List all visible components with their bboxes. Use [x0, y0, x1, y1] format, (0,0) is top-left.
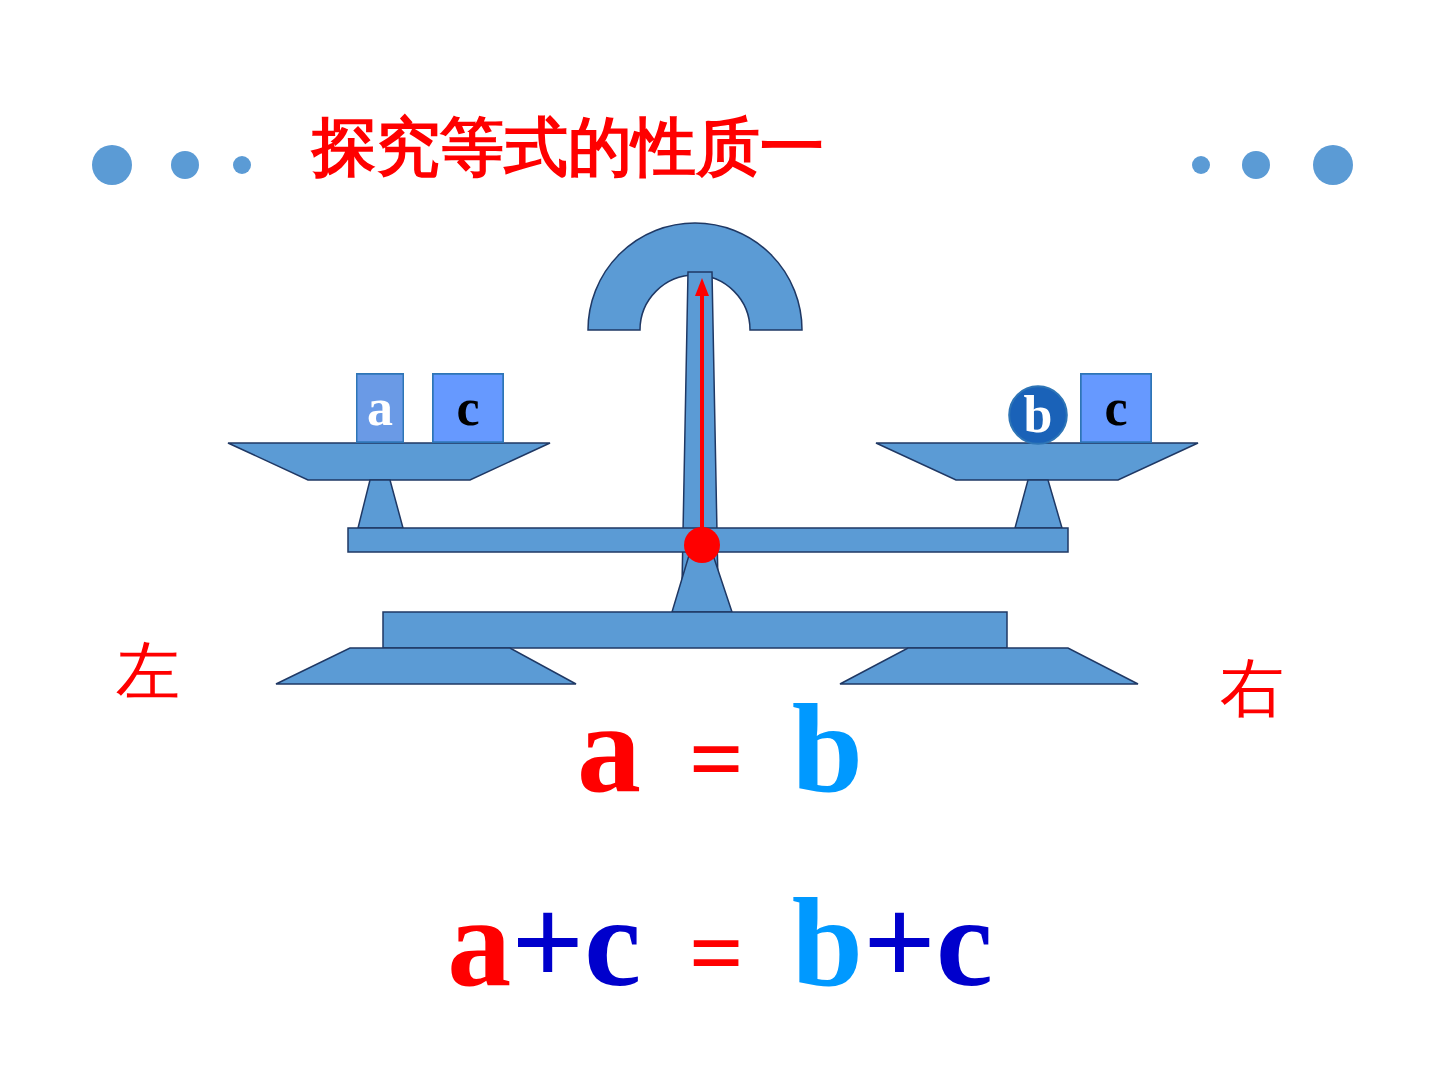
equation-part: a: [577, 678, 641, 819]
side-label: 左: [116, 628, 180, 715]
equation: a+c=b+c: [0, 872, 1440, 1013]
weight-label: c: [456, 382, 479, 434]
pointer: [684, 278, 720, 563]
side-label: 右: [1220, 645, 1284, 732]
equation-part: +c: [511, 872, 641, 1013]
weight-box: c: [432, 373, 504, 443]
title: 探究等式的性质一: [312, 104, 824, 191]
equation-part: =: [689, 706, 744, 812]
weight-label: a: [367, 382, 393, 434]
equation-part: b: [792, 678, 863, 819]
weight-box: a: [356, 373, 404, 443]
equation: a = b: [0, 678, 1440, 819]
equation-part: a: [447, 872, 511, 1013]
equation-part: +c: [863, 872, 993, 1013]
weight-label: b: [1024, 389, 1053, 441]
weight-circle: b: [1008, 385, 1068, 445]
weight-box: c: [1080, 373, 1152, 443]
equation-part: b: [792, 872, 863, 1013]
balance-scale: [228, 223, 1198, 684]
equation-part: =: [689, 900, 744, 1006]
weight-label: c: [1104, 382, 1127, 434]
